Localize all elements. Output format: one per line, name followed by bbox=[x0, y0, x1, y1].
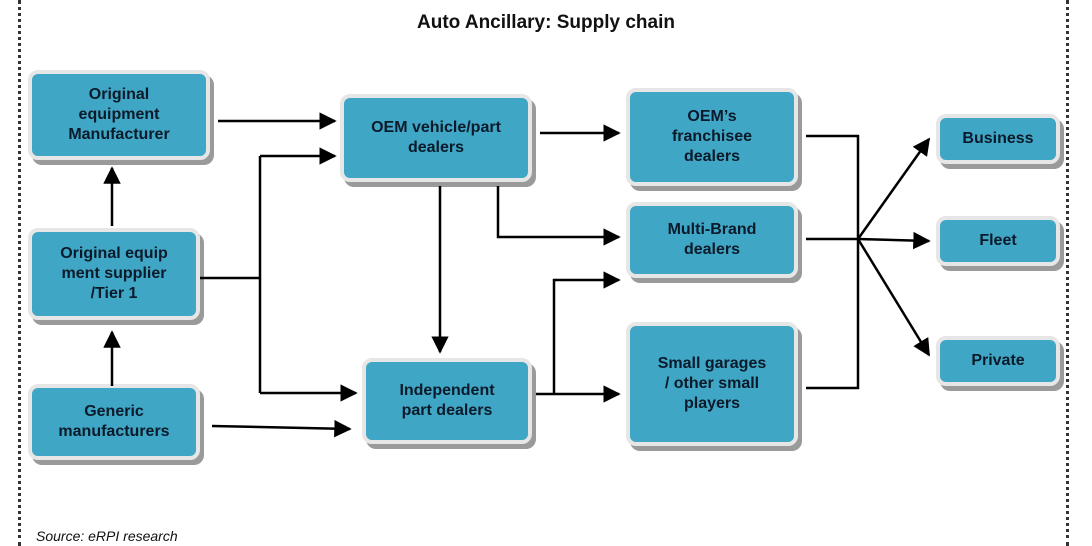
arrow-junction-to-business bbox=[856, 137, 931, 240]
node-tier1-supplier: Original equip ment supplier /Tier 1 bbox=[28, 228, 200, 320]
arrow-junction-to-private bbox=[856, 238, 931, 357]
node-fleet: Fleet bbox=[936, 216, 1060, 266]
node-business: Business bbox=[936, 114, 1060, 164]
node-generic-manufacturers: Generic manufacturers bbox=[28, 384, 200, 460]
line-franchisee-to-junction bbox=[806, 134, 860, 239]
line-small-garages-to-junction bbox=[806, 239, 860, 390]
right-dotted-border bbox=[1066, 0, 1069, 546]
left-dotted-border bbox=[18, 0, 21, 546]
node-oem-vehicle-part-dealers: OEM vehicle/part dealers bbox=[340, 94, 532, 182]
source-note: Source: eRPI research bbox=[36, 528, 178, 544]
node-small-garages: Small garages / other small players bbox=[626, 322, 798, 446]
diagram-title: Auto Ancillary: Supply chain bbox=[417, 12, 675, 33]
arrow-generic-to-independent bbox=[211, 419, 352, 438]
arrow-independent-to-multibrand bbox=[552, 271, 621, 394]
arrow-junction-to-fleet bbox=[857, 231, 931, 250]
node-multi-brand-dealers: Multi-Brand dealers bbox=[626, 202, 798, 278]
arrow-oem-dealers-to-multibrand bbox=[496, 186, 621, 246]
node-original-equipment-manufacturer: Original equipment Manufacturer bbox=[28, 70, 210, 160]
node-independent-part-dealers: Independent part dealers bbox=[362, 358, 532, 444]
node-private: Private bbox=[936, 336, 1060, 386]
node-oem-franchisee-dealers: OEM’s franchisee dealers bbox=[626, 88, 798, 186]
